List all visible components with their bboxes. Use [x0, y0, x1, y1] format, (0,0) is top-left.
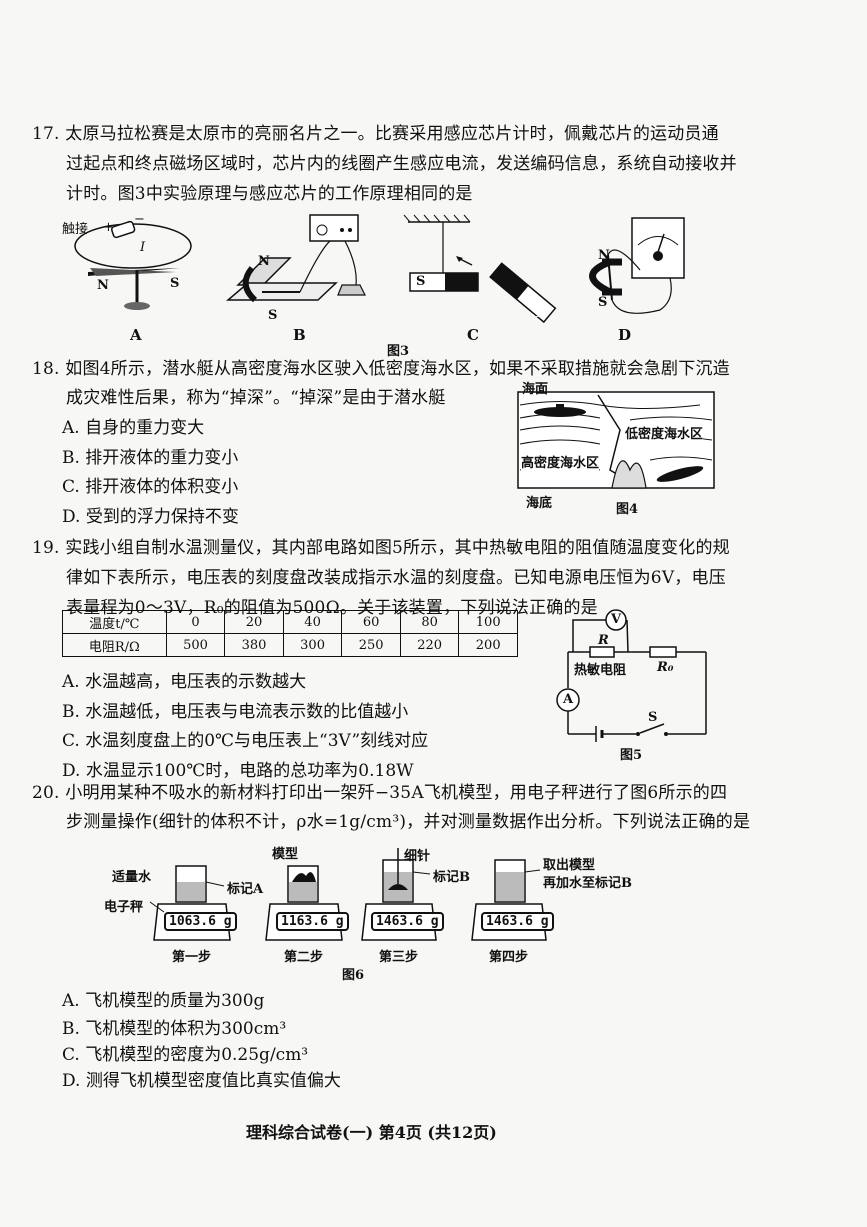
q20-option-b: B. 飞机模型的体积为300cm³	[62, 1019, 287, 1039]
page-footer: 理科综合试卷(一) 第4页 (共12页)	[246, 1123, 497, 1142]
q19-resistance-table: 温度t/℃ 0 20 40 60 80 100 电阻R/Ω 500 380 30…	[62, 610, 518, 657]
q19-line-2: 律如下表所示，电压表的刻度盘改装成指示水温的刻度盘。已知电源电压恒为6V，电压	[66, 568, 726, 588]
fig4-caption: 图4	[616, 502, 639, 517]
q17-line-3: 计时。图3中实验原理与感应芯片的工作原理相同的是	[66, 184, 473, 204]
q18-line-2: 成灾难性后果，称为“掉深”。“掉深”是由于潜水艇	[66, 388, 446, 408]
fig3-current-label: I	[140, 240, 146, 255]
fig4-high-density-label: 高密度海水区	[521, 452, 600, 471]
fig6-needle-label: 细针	[404, 849, 431, 864]
fig5-caption: 图5	[620, 748, 643, 763]
table-cell: 40	[282, 610, 343, 634]
fig3-option-a: A	[130, 326, 142, 344]
table-cell: 300	[282, 633, 343, 657]
table-cell: 20	[224, 610, 284, 634]
fig3-d-n-label: N	[598, 248, 610, 263]
table-cell: 250	[341, 633, 401, 657]
fig6-caption: 图6	[342, 968, 365, 983]
q19-option-c: C. 水温刻度盘上的0℃与电压表上“3V”刻线对应	[62, 731, 429, 751]
table-cell: 电阻R/Ω	[62, 633, 167, 657]
table-cell: 500	[165, 633, 226, 657]
q19-option-d: D. 水温显示100℃时，电路的总功率为0.18W	[62, 761, 414, 781]
table-row: 温度t/℃ 0 20 40 60 80 100	[62, 610, 518, 634]
fig3-d-s-label: S	[598, 295, 608, 310]
table-cell: 380	[224, 633, 284, 657]
fig3-b-s-label: S	[268, 308, 278, 323]
fig4-low-density-label: 低密度海水区	[625, 423, 704, 442]
q19-option-a: A. 水温越高，电压表的示数越大	[62, 672, 307, 692]
q19-option-b: B. 水温越低，电压表与电流表示数的比值越小	[62, 702, 409, 722]
fig3-a-s-label: S	[170, 276, 180, 291]
fig5-r-label: R	[598, 633, 609, 648]
fig3-minus-label: −	[134, 212, 145, 227]
fig6-reading-4: 1463.6 g	[481, 912, 554, 931]
q17-line-1: 17. 太原马拉松赛是太原市的亮丽名片之一。比赛采用感应芯片计时，佩戴芯片的运动…	[32, 124, 719, 144]
fig6-step-4: 第四步	[489, 950, 529, 965]
fig5-voltmeter-label: V	[611, 612, 622, 627]
fig3-a-n-label: N	[97, 278, 109, 293]
table-cell: 100	[458, 610, 518, 634]
fig6-takeout-label-2: 再加水至标记B	[543, 876, 632, 891]
fig4-sea-floor-label: 海底	[526, 496, 553, 511]
fig3-plus-label: +	[103, 220, 114, 235]
table-cell: 温度t/℃	[62, 610, 167, 634]
fig5-ammeter-label: A	[563, 692, 574, 707]
figure-3-diagram	[74, 214, 685, 324]
table-cell: 200	[458, 633, 518, 657]
fig3-c-s2-label: S	[532, 306, 542, 321]
fig3-touch-label: 触接	[62, 222, 89, 237]
q18-option-a: A. 自身的重力变大	[62, 418, 205, 438]
fig3-b-n-label: N	[258, 254, 270, 269]
q19-line-1: 19. 实践小组自制水温测量仪，其内部电路如图5所示，其中热敏电阻的阻值随温度变…	[32, 538, 730, 558]
fig6-scale-label: 电子秤	[104, 900, 144, 915]
q18-option-d: D. 受到的浮力保持不变	[62, 507, 239, 527]
q17-line-2: 过起点和终点磁场区域时，芯片内的线圈产生感应电流，发送编码信息，系统自动接收并	[66, 154, 737, 174]
q18-option-b: B. 排开液体的重力变小	[62, 448, 239, 468]
table-cell: 60	[341, 610, 401, 634]
fig6-reading-2: 1163.6 g	[276, 912, 349, 931]
fig6-reading-3: 1463.6 g	[371, 912, 444, 931]
table-cell: 0	[165, 610, 226, 634]
fig6-mark-a-label: 标记A	[227, 882, 264, 897]
fig5-r0-label: R₀	[657, 660, 674, 675]
q20-line-2: 步测量操作(细针的体积不计，ρ水=1g/cm³)，并对测量数据作出分析。下列说法…	[66, 812, 751, 832]
fig3-option-c: C	[467, 326, 479, 344]
fig6-step-3: 第三步	[379, 950, 419, 965]
fig5-switch-label: S	[648, 710, 658, 725]
q20-option-d: D. 测得飞机模型密度值比真实值偏大	[62, 1071, 341, 1091]
fig3-option-b: B	[293, 326, 306, 344]
fig4-sea-surface-label: 海面	[522, 382, 549, 397]
table-row: 电阻R/Ω 500 380 300 250 220 200	[62, 633, 518, 657]
q20-line-1: 20. 小明用某种不吸水的新材料打印出一架歼−35A飞机模型，用电子秤进行了图6…	[32, 783, 728, 803]
figure-5-circuit	[556, 609, 707, 742]
q18-line-1: 18. 如图4所示，潜水艇从高密度海水区驶入低密度海水区，如果不采取措施就会急剧…	[32, 359, 730, 379]
fig3-option-d: D	[618, 326, 632, 344]
fig3-caption: 图3	[387, 344, 410, 359]
fig6-model-label: 模型	[272, 847, 299, 862]
q18-option-c: C. 排开液体的体积变小	[62, 477, 239, 497]
fig6-mark-b-label: 标记B	[433, 870, 470, 885]
fig5-thermistor-label: 热敏电阻	[574, 663, 627, 678]
fig6-reading-1: 1063.6 g	[164, 912, 237, 931]
q20-option-a: A. 飞机模型的质量为300g	[62, 991, 265, 1011]
figure-6-diagram	[149, 848, 547, 941]
fig6-step-2: 第二步	[284, 950, 324, 965]
fig6-water-label: 适量水	[112, 870, 152, 885]
fig3-c-s1-label: S	[416, 274, 426, 289]
q20-option-c: C. 飞机模型的密度为0.25g/cm³	[62, 1045, 309, 1065]
fig6-takeout-label-1: 取出模型	[543, 858, 596, 873]
fig6-step-1: 第一步	[172, 950, 212, 965]
